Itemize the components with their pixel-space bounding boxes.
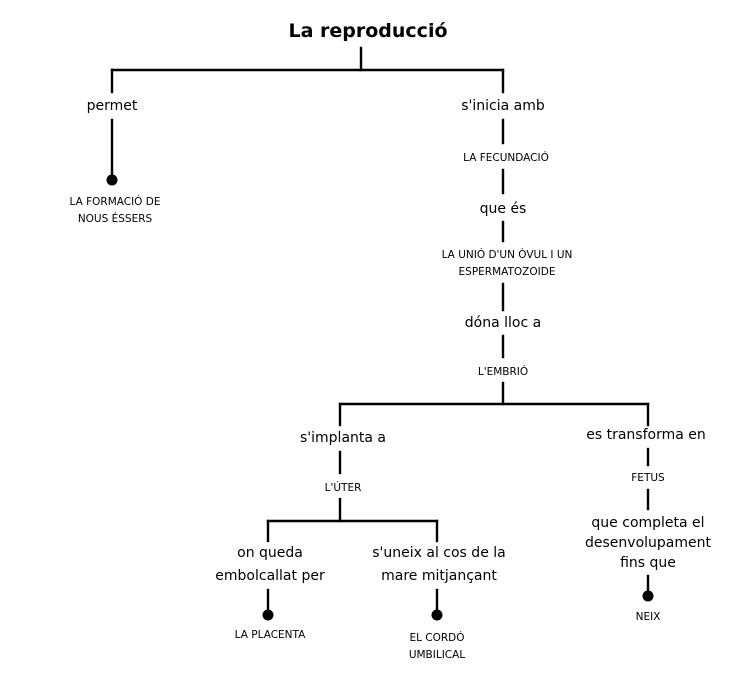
link-que-completa-line2: desenvolupament xyxy=(585,535,711,551)
concept-formacio: LA FORMACIÓ DE xyxy=(69,195,160,208)
link-dona-lloc: dóna lloc a xyxy=(465,315,541,331)
concept-cordo: EL CORDÓ xyxy=(409,631,464,644)
concept-unio: LA UNIÓ D'UN ÒVUL I UN xyxy=(442,248,573,261)
concept-fecundacio: LA FECUNDACIÓ xyxy=(463,151,549,164)
link-que-es: que és xyxy=(480,201,527,217)
concept-cordo-line2: UMBILICAL xyxy=(409,649,466,661)
concept-embrio: L'EMBRIÓ xyxy=(478,365,528,378)
terminal-dot xyxy=(106,174,118,186)
link-simplanta: s'implanta a xyxy=(300,430,386,446)
link-on-queda: on queda xyxy=(237,545,303,561)
concept-fetus: FETUS xyxy=(631,472,665,484)
link-es-transforma: es transforma en xyxy=(586,427,706,443)
link-que-completa-line3: fins que xyxy=(620,555,676,571)
link-suneix: s'uneix al cos de la xyxy=(372,545,505,561)
terminal-dot xyxy=(642,590,654,602)
diagram-title: La reproducció xyxy=(288,20,447,42)
link-que-completa: que completa el xyxy=(591,515,704,531)
concept-unio-line2: ESPERMATOZOIDE xyxy=(459,266,556,278)
concept-uter: L'ÚTER xyxy=(325,481,362,494)
link-suneix-line2: mare mitjançant xyxy=(381,568,497,584)
concept-formacio-line2: NOUS ÉSSERS xyxy=(78,212,153,225)
concept-placenta: LA PLACENTA xyxy=(235,629,306,641)
terminal-dot xyxy=(262,609,274,621)
link-sinicia: s'inicia amb xyxy=(461,98,545,114)
link-permet: permet xyxy=(87,98,138,114)
link-on-queda-line2: embolcallat per xyxy=(215,568,325,584)
concept-neix: NEIX xyxy=(636,611,661,623)
terminal-dot xyxy=(431,609,443,621)
